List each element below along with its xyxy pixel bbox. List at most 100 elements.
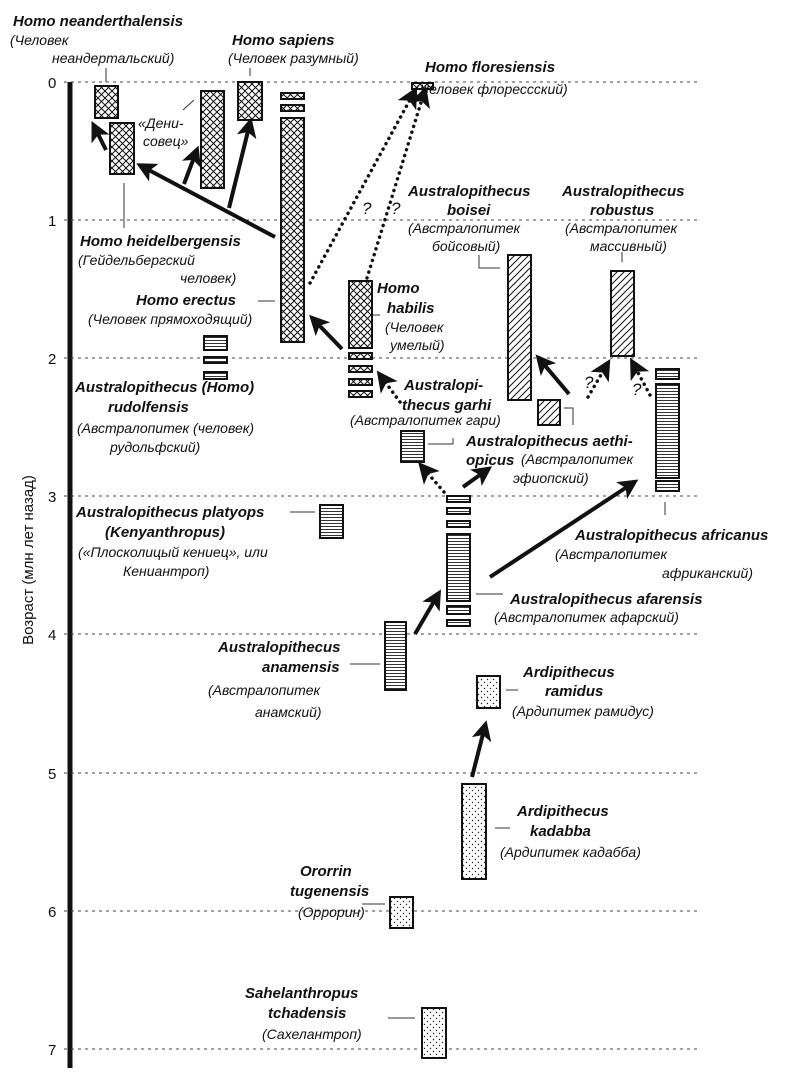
- svg-text:«Дени-: «Дени-: [138, 115, 184, 131]
- svg-text:эфиопский): эфиопский): [513, 470, 589, 486]
- svg-text:Australopithecus (Homo): Australopithecus (Homo): [74, 379, 254, 396]
- bar-heidelbergensis: [109, 122, 135, 175]
- svg-text:(Человек: (Человек: [385, 319, 445, 335]
- bar-boisei: [507, 254, 532, 401]
- svg-text:(Человек прямоходящий): (Человек прямоходящий): [88, 311, 252, 327]
- dotted-arrow: [376, 370, 402, 404]
- svg-text:рудольфский): рудольфский): [109, 439, 200, 455]
- arrow: [461, 466, 493, 489]
- label-kadabba: Ardipithecus kadabba (Ардипитек кадабба): [500, 803, 641, 860]
- label-garhi: Australopi- thecus garhi (Австралопитек …: [350, 377, 501, 428]
- bar-robustus: [610, 270, 635, 357]
- svg-text:(Австралопитек: (Австралопитек: [408, 220, 522, 236]
- svg-text:(«Плосколицый кениец», или: («Плосколицый кениец», или: [78, 544, 268, 560]
- bar-afarensis: [446, 495, 471, 627]
- svg-text:(Ардипитек кадабба): (Ардипитек кадабба): [500, 844, 641, 860]
- label-heidelbergensis: Homo heidelbergensis (Гейдельбергский че…: [78, 233, 241, 286]
- svg-text:Кениантроп): Кениантроп): [123, 563, 209, 579]
- arrow: [488, 479, 639, 579]
- svg-text:Ardipithecus: Ardipithecus: [516, 803, 609, 820]
- svg-text:(Ардипитек рамидус): (Ардипитек рамидус): [512, 703, 654, 719]
- label-denisovan: «Дени- совец»: [138, 115, 189, 149]
- svg-text:Ororrin: Ororrin: [300, 863, 352, 880]
- svg-text:(Австралопитек: (Австралопитек: [521, 451, 635, 467]
- arrow: [91, 121, 110, 151]
- label-ramidus: Ardipithecus ramidus (Ардипитек рамидус): [512, 664, 654, 719]
- label-aethiopicus: Australopithecus aethi- opicus (Австрало…: [465, 433, 635, 486]
- bar-rudolfensis: [203, 335, 228, 380]
- bar-kadabba: [461, 783, 487, 880]
- svg-text:(Оррорин): (Оррорин): [298, 904, 365, 920]
- bar-ramidus: [476, 675, 501, 709]
- tick-label: 2: [48, 351, 56, 368]
- svg-text:умелый): умелый): [389, 337, 445, 353]
- svg-text:Homo: Homo: [377, 280, 420, 297]
- svg-text:человек): человек): [180, 270, 236, 286]
- svg-text:anamensis: anamensis: [262, 659, 340, 676]
- dotted-arrow: [418, 462, 446, 494]
- svg-text:Australopithecus platyops: Australopithecus platyops: [75, 504, 264, 521]
- label-africanus: Australopithecus africanus (Австралопите…: [555, 527, 768, 581]
- svg-text:Homo sapiens: Homo sapiens: [232, 32, 335, 49]
- dotted-arrow: [365, 85, 430, 280]
- svg-text:kadabba: kadabba: [530, 823, 591, 840]
- bar-denisovan: [200, 90, 225, 189]
- bar-erectus: [280, 92, 305, 343]
- arrow: [182, 145, 201, 185]
- svg-text:Homo erectus: Homo erectus: [136, 292, 236, 309]
- bar-sahelanthropus: [421, 1007, 447, 1059]
- label-platyops: Australopithecus platyops (Kenyanthropus…: [75, 504, 268, 579]
- svg-text:Sahelanthropus: Sahelanthropus: [245, 985, 358, 1002]
- bar-garhi: [400, 430, 425, 463]
- svg-text:tchadensis: tchadensis: [268, 1005, 346, 1022]
- bar-platyops: [319, 504, 344, 539]
- descent-arrows: ? ? ? ?: [91, 85, 652, 778]
- svg-text:(Человек разумный): (Человек разумный): [228, 50, 359, 66]
- svg-text:(Австралопитек: (Австралопитек: [555, 546, 669, 562]
- bar-habilis: [348, 280, 373, 398]
- svg-text:Australopi-: Australopi-: [403, 377, 483, 394]
- svg-text:tugenensis: tugenensis: [290, 883, 369, 900]
- svg-text:массивный): массивный): [590, 238, 667, 254]
- arrow: [136, 163, 276, 239]
- svg-text:Homo floresiensis: Homo floresiensis: [425, 59, 555, 76]
- svg-text:Australopithecus: Australopithecus: [407, 183, 531, 200]
- svg-text:неандертальский): неандертальский): [52, 50, 174, 66]
- svg-text:(Человек: (Человек: [10, 32, 70, 48]
- tick-label: 6: [48, 904, 56, 921]
- svg-text:ramidus: ramidus: [545, 683, 603, 700]
- svg-text:boisei: boisei: [447, 202, 491, 219]
- label-robustus: Australopithecus robustus (Австралопитек…: [561, 183, 685, 254]
- tick-label: 7: [48, 1042, 56, 1059]
- gridlines: [64, 81, 700, 1050]
- dotted-arrow: [586, 358, 611, 399]
- arrow: [413, 589, 442, 636]
- svg-text:(Гейдельбергский: (Гейдельбергский: [78, 252, 195, 268]
- label-erectus: Homo erectus (Человек прямоходящий): [88, 292, 252, 327]
- label-boisei: Australopithecus boisei (Австралопитек б…: [407, 183, 531, 254]
- svg-text:Homo heidelbergensis: Homo heidelbergensis: [80, 233, 241, 250]
- svg-text:(Австралопитек: (Австралопитек: [565, 220, 679, 236]
- svg-text:(Kenyanthropus): (Kenyanthropus): [105, 524, 225, 541]
- svg-text:(Сахелантроп): (Сахелантроп): [262, 1026, 362, 1042]
- tick-label: 0: [48, 75, 56, 92]
- tick-label: 5: [48, 766, 56, 783]
- axis-title: Возраст (млн лет назад): [20, 475, 37, 645]
- svg-text:habilis: habilis: [387, 300, 435, 317]
- label-anamensis: Australopithecus anamensis (Австралопите…: [208, 639, 341, 720]
- label-floresiensis: Homo floresiensis (Человек флорессский): [415, 59, 568, 97]
- arrow: [470, 720, 492, 778]
- tick-label: 4: [48, 627, 56, 644]
- svg-text:robustus: robustus: [590, 202, 654, 219]
- bar-africanus: [655, 368, 680, 492]
- label-orrorin: Ororrin tugenensis (Оррорин): [290, 863, 369, 920]
- arrow: [309, 314, 344, 351]
- svg-text:совец»: совец»: [143, 133, 189, 149]
- dotted-arrow: [308, 86, 418, 285]
- uncertain-mark: ?: [584, 373, 594, 392]
- uncertain-mark: ?: [391, 199, 401, 218]
- label-habilis: Homo habilis (Человек умелый): [377, 280, 445, 353]
- svg-text:Homo neanderthalensis: Homo neanderthalensis: [13, 13, 183, 30]
- svg-text:Australopithecus afarensis: Australopithecus afarensis: [509, 591, 703, 608]
